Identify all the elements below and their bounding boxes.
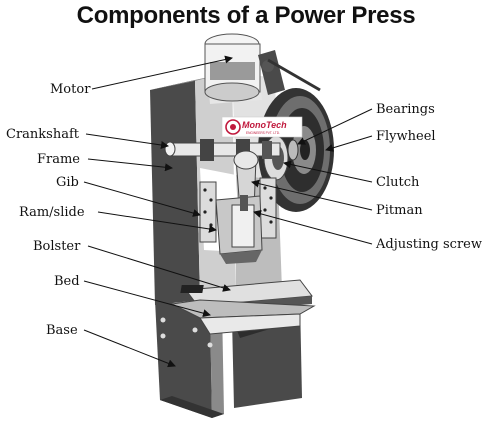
gib — [199, 177, 277, 243]
label-bolster: Bolster — [33, 239, 81, 254]
label-gib: Gib — [56, 175, 79, 190]
brand-logo: MonoTech ENGINEERS PVT. LTD. — [221, 116, 303, 138]
label-base: Base — [46, 323, 78, 338]
label-crankshaft: Crankshaft — [6, 127, 80, 142]
diagram-title: Components of a Power Press — [76, 2, 416, 29]
label-frame: Frame — [37, 152, 80, 167]
label-adjusting-screw: Adjusting screw — [375, 237, 482, 252]
label-ram-slide: Ram/slide — [19, 205, 85, 220]
label-bed: Bed — [54, 274, 80, 289]
label-pitman: Pitman — [376, 203, 423, 218]
leader-lines — [83, 55, 373, 368]
ram-slide — [215, 195, 263, 264]
label-flywheel: Flywheel — [376, 129, 436, 144]
label-clutch: Clutch — [376, 175, 420, 190]
adjusting-screw — [240, 195, 248, 211]
motor — [204, 33, 321, 104]
bearings — [287, 139, 299, 161]
label-motor: Motor — [50, 82, 91, 97]
logo-name: MonoTech — [242, 120, 287, 130]
logo-tagline: ENGINEERS PVT. LTD. — [246, 131, 280, 135]
label-bearings: Bearings — [376, 102, 435, 117]
